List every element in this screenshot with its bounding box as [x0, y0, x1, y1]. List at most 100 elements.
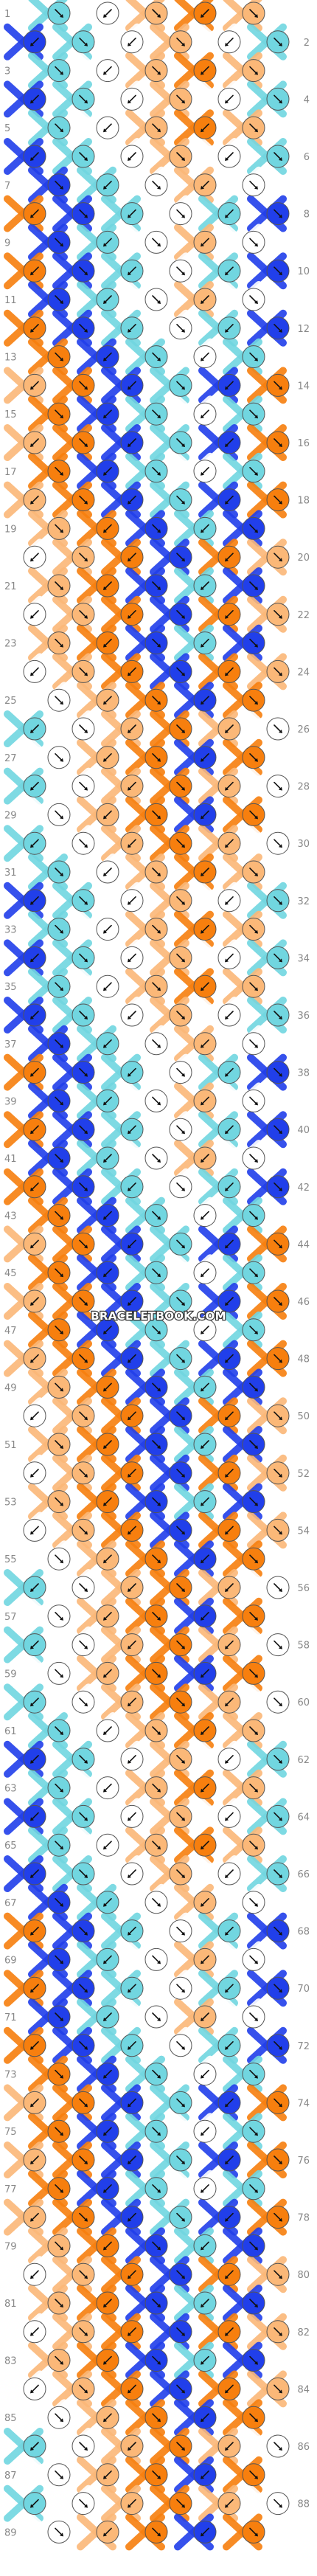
arrow-knot-icon	[31, 1411, 39, 1419]
knot	[23, 1576, 46, 1599]
knot	[144, 688, 168, 712]
knot	[47, 1947, 71, 1971]
arrow-knot-icon	[249, 1096, 257, 1105]
knot	[144, 2520, 168, 2544]
arrow-knot-icon	[249, 1154, 257, 1162]
knot	[193, 116, 217, 139]
knot	[47, 1719, 71, 1742]
arrow-knot-icon	[128, 1239, 136, 1248]
arrow-knot-icon	[79, 553, 87, 561]
knot	[144, 2291, 168, 2315]
arrow-knot-icon	[104, 810, 112, 819]
arrow-knot-icon	[274, 94, 282, 103]
arrow-knot-icon	[201, 1554, 209, 1562]
arrow-knot-icon	[274, 553, 282, 561]
arrow-knot-icon	[128, 609, 136, 618]
arrow-knot-icon	[79, 1183, 87, 1191]
arrow-knot-icon	[201, 1154, 209, 1162]
arrow-knot-icon	[176, 2212, 184, 2221]
knot	[144, 1204, 168, 1228]
knot	[47, 860, 71, 884]
knot	[217, 2377, 241, 2400]
arrow-knot-icon	[128, 1411, 136, 1419]
arrow-knot-icon	[226, 94, 234, 103]
arrow-knot-icon	[31, 495, 39, 504]
row-number: 70	[297, 1984, 310, 1995]
arrow-knot-icon	[249, 2413, 257, 2421]
knot	[96, 2520, 119, 2544]
knot	[120, 1976, 144, 2000]
arrow-knot-icon	[79, 1469, 87, 1477]
arrow-knot-icon	[128, 495, 136, 504]
knot	[144, 402, 168, 426]
arrow-knot-icon	[79, 438, 87, 446]
knot	[266, 2434, 290, 2458]
knot	[266, 1976, 290, 2000]
row-number: 6	[304, 152, 310, 163]
arrow-knot-icon	[128, 2212, 136, 2221]
knot	[169, 2034, 192, 2057]
knot	[120, 2034, 144, 2057]
arrow-knot-icon	[274, 323, 282, 332]
knot	[120, 87, 144, 111]
knot	[47, 974, 71, 998]
knot	[242, 2177, 265, 2201]
knot	[144, 2005, 168, 2029]
arrow-knot-icon	[152, 1612, 160, 1620]
arrow-knot-icon	[128, 553, 136, 561]
knot	[47, 1375, 71, 1399]
arrow-knot-icon	[274, 1984, 282, 1992]
row-number: 11	[4, 295, 17, 306]
knot	[169, 2262, 192, 2286]
knot	[266, 946, 290, 969]
arrow-knot-icon	[128, 266, 136, 275]
arrow-knot-icon	[152, 752, 160, 761]
arrow-knot-icon	[55, 752, 63, 761]
knot	[242, 1318, 265, 1342]
knot	[120, 1289, 144, 1313]
arrow-knot-icon	[176, 724, 184, 733]
arrow-knot-icon	[226, 266, 234, 275]
knot	[217, 2148, 241, 2172]
arrow-knot-icon	[79, 2212, 87, 2221]
arrow-knot-icon	[201, 924, 209, 933]
row-number: 39	[4, 1096, 17, 1107]
arrow-knot-icon	[31, 839, 39, 847]
knot	[169, 1919, 192, 1943]
arrow-knot-icon	[176, 896, 184, 904]
knot	[23, 431, 46, 454]
arrow-knot-icon	[55, 2527, 63, 2536]
knot	[47, 1604, 71, 1628]
knot	[23, 1461, 46, 1485]
arrow-knot-icon	[31, 2384, 39, 2393]
arrow-knot-icon	[176, 495, 184, 504]
arrow-knot-icon	[226, 2270, 234, 2278]
arrow-knot-icon	[128, 667, 136, 676]
arrow-knot-icon	[104, 1440, 112, 1448]
arrow-knot-icon	[104, 2355, 112, 2364]
row-number: 75	[4, 2127, 17, 2138]
knot	[47, 746, 71, 769]
knot	[169, 1289, 192, 1313]
arrow-knot-icon	[152, 696, 160, 704]
knot	[120, 889, 144, 913]
arrow-knot-icon	[104, 2241, 112, 2250]
row-number: 46	[297, 1297, 310, 1308]
knot	[217, 1804, 241, 1828]
arrow-knot-icon	[176, 152, 184, 160]
knot	[193, 918, 217, 941]
arrow-knot-icon	[104, 1726, 112, 1734]
knot	[242, 1776, 265, 1800]
arrow-knot-icon	[226, 2156, 234, 2164]
knot	[169, 1061, 192, 1084]
arrow-knot-icon	[201, 1841, 209, 1849]
knot	[72, 2206, 95, 2229]
knot	[96, 1719, 119, 1742]
arrow-knot-icon	[226, 2384, 234, 2393]
knot	[23, 1232, 46, 1256]
arrow-knot-icon	[176, 1755, 184, 1763]
knot	[72, 2434, 95, 2458]
arrow-knot-icon	[201, 238, 209, 246]
row-number: 13	[4, 353, 17, 364]
arrow-knot-icon	[152, 2012, 160, 2021]
